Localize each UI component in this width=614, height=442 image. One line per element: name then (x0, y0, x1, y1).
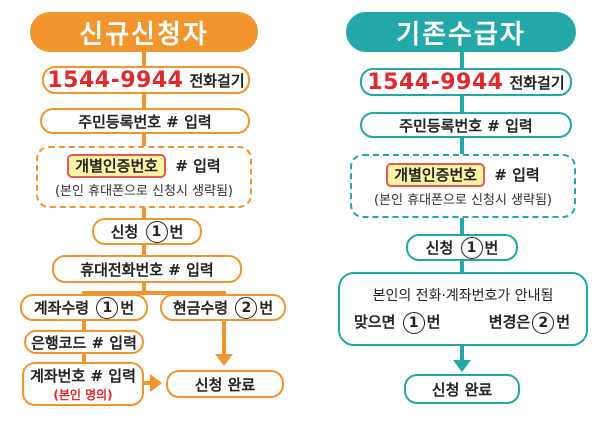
personal-auth-row: 개별인증번호 # 입력 (67, 154, 221, 178)
personal-auth-note: (본인 휴대폰으로 신청시 생략됨) (373, 193, 553, 208)
apply-suffix: 번 (484, 239, 499, 257)
bank-code-step: 은행코드 # 입력 (24, 330, 144, 354)
connector (222, 320, 226, 356)
connector (140, 381, 152, 385)
call-label: 전화걸기 (189, 71, 245, 90)
number-two-icon: 2 (235, 296, 258, 319)
account-number-step: 계좌번호 # 입력 (본인 명의) (22, 362, 144, 406)
personal-auth-action: # 입력 (175, 157, 221, 175)
resident-number-step: 주민등록번호 # 입력 (40, 108, 250, 134)
right-complete-step: 신청 완료 (404, 374, 520, 404)
connector (142, 208, 146, 218)
number-two-icon: 2 (532, 311, 555, 334)
number-one-icon: 1 (145, 220, 168, 243)
connector (82, 320, 86, 330)
number-one-icon: 1 (96, 296, 119, 319)
arrow-down-icon (453, 360, 471, 372)
left-complete-step: 신청 완료 (166, 370, 284, 398)
account-number-label: 계좌번호 # 입력 (30, 367, 136, 385)
change-label: 변경은 (488, 312, 531, 331)
call-step: 1544-9944 전화걸기 (360, 68, 572, 96)
call-label: 전화걸기 (509, 73, 565, 92)
arrow-down-icon (215, 354, 233, 366)
connector (142, 52, 146, 66)
personal-auth-step: 개별인증번호 # 입력 (본인 휴대폰으로 신청시 생략됨) (36, 146, 252, 208)
cash-receive-suffix: 번 (259, 299, 274, 317)
connector (142, 283, 146, 293)
personal-auth-action: # 입력 (494, 166, 540, 184)
connector (460, 260, 464, 272)
personal-auth-note: (본인 휴대폰으로 신청시 생략됨) (54, 184, 234, 199)
personal-auth-label: 개별인증번호 (386, 163, 486, 187)
number-one-icon: 1 (402, 311, 425, 334)
mobile-number-step: 휴대전화번호 # 입력 (52, 255, 242, 283)
connector (82, 291, 226, 295)
phone-number[interactable]: 1544-9944 (367, 69, 504, 95)
left-title-banner: 신규신청자 (30, 12, 258, 52)
phone-number[interactable]: 1544-9944 (47, 67, 184, 93)
right-title: 기존수급자 (396, 19, 526, 50)
account-receive-label: 계좌수령 (33, 299, 90, 317)
connector (460, 52, 464, 68)
connector (460, 218, 464, 234)
right-title-banner: 기존수급자 (346, 12, 576, 52)
connector (82, 352, 86, 362)
account-receive-suffix: 번 (120, 299, 135, 317)
call-step: 1544-9944 전화걸기 (42, 66, 250, 94)
change-suffix: 번 (556, 312, 570, 331)
connector (142, 132, 146, 146)
connector (142, 92, 146, 108)
correct-suffix: 번 (426, 312, 441, 331)
connector (460, 138, 464, 154)
personal-auth-step: 개별인증번호 # 입력 (본인 휴대폰으로 신청시 생략됨) (350, 154, 576, 218)
apply-suffix: 번 (169, 223, 184, 241)
apply-label: 신청 (110, 223, 139, 241)
correct-label: 맞으면 (354, 312, 396, 331)
arrow-right-icon (150, 374, 162, 392)
number-one-icon: 1 (460, 236, 483, 259)
connector (460, 96, 464, 112)
account-owner-note: (본인 명의) (53, 388, 113, 402)
left-title: 신규신청자 (79, 19, 209, 50)
guide-text: 본인의 전화·계좌번호가 안내됨 (372, 287, 554, 304)
apply-label: 신청 (425, 239, 454, 257)
cash-receive-label: 현금수령 (172, 299, 229, 317)
personal-auth-row: 개별인증번호 # 입력 (386, 163, 540, 187)
connector (142, 245, 146, 255)
connector (460, 346, 464, 362)
resident-number-step: 주민등록번호 # 입력 (360, 112, 572, 138)
personal-auth-label: 개별인증번호 (67, 154, 167, 178)
